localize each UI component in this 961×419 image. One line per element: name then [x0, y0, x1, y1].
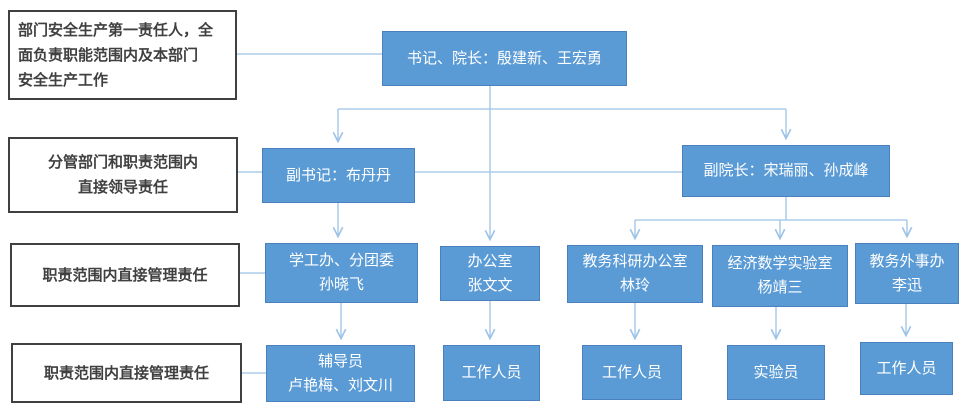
responsibility-label-manage-1: 职责范围内直接管理责任: [10, 243, 240, 307]
node-general-office: 办公室 张文文: [440, 246, 540, 301]
node-student-office: 学工办、分团委 孙晓飞: [265, 243, 418, 303]
label-text: 直接领导责任: [77, 179, 168, 196]
node-text: 教务科研办公室: [582, 253, 688, 270]
node-text: 副院长：宋瑞丽、孙成峰: [703, 162, 869, 179]
node-secretary-dean: 书记、院长：殷建新、王宏勇: [382, 31, 627, 86]
label-text: 安全生产工作: [18, 71, 109, 89]
node-text: 工作人员: [461, 364, 522, 381]
node-text: 教务外事办: [869, 252, 945, 270]
responsibility-label-lead: 分管部门和职责范围内 直接领导责任: [8, 137, 238, 213]
node-economics-math-lab: 经济数学实验室 杨靖三: [712, 245, 848, 307]
node-vice-dean: 副院长：宋瑞丽、孙成峰: [682, 145, 890, 197]
node-text: 林玲: [619, 277, 650, 294]
responsibility-label-manage-2: 职责范围内直接管理责任: [11, 343, 242, 403]
node-academic-research-office: 教务科研办公室 林玲: [567, 245, 703, 303]
node-text: 杨靖三: [757, 279, 803, 296]
node-academic-foreign-office: 教务外事办 李迅: [855, 243, 959, 304]
node-counselors: 辅导员 卢艳梅、刘文川: [266, 345, 415, 402]
node-text: 书记、院长：殷建新、王宏勇: [406, 49, 602, 67]
node-text: 学工办、分团委: [288, 252, 394, 269]
responsibility-label-first: 部门安全生产第一责任人，全 面负责职能范围内及本部门 安全生产工作: [8, 10, 237, 100]
node-text: 卢艳梅、刘文川: [287, 376, 393, 394]
node-lab-technician: 实验员: [727, 345, 825, 400]
node-text: 孙晓飞: [318, 276, 364, 293]
node-text: 张文文: [467, 276, 513, 294]
label-text: 职责范围内直接管理责任: [42, 266, 208, 284]
label-text: 面负责职能范围内及本部门: [18, 46, 199, 64]
node-staff-3: 工作人员: [860, 342, 953, 395]
node-text: 工作人员: [876, 359, 937, 377]
node-text: 李迅: [891, 276, 922, 294]
node-text: 工作人员: [601, 363, 662, 381]
node-staff-2: 工作人员: [582, 345, 682, 400]
label-text: 部门安全生产第一责任人，全: [18, 21, 214, 39]
node-text: 经济数学实验室: [727, 255, 833, 272]
node-text: 办公室: [467, 252, 513, 270]
node-text: 实验员: [753, 363, 799, 381]
node-text: 辅导员: [317, 352, 363, 370]
label-text: 职责范围内直接管理责任: [43, 364, 209, 382]
node-text: 副书记：布丹丹: [285, 166, 391, 184]
label-text: 分管部门和职责范围内: [47, 154, 198, 171]
node-deputy-secretary: 副书记：布丹丹: [262, 148, 415, 203]
node-staff-1: 工作人员: [443, 345, 540, 401]
